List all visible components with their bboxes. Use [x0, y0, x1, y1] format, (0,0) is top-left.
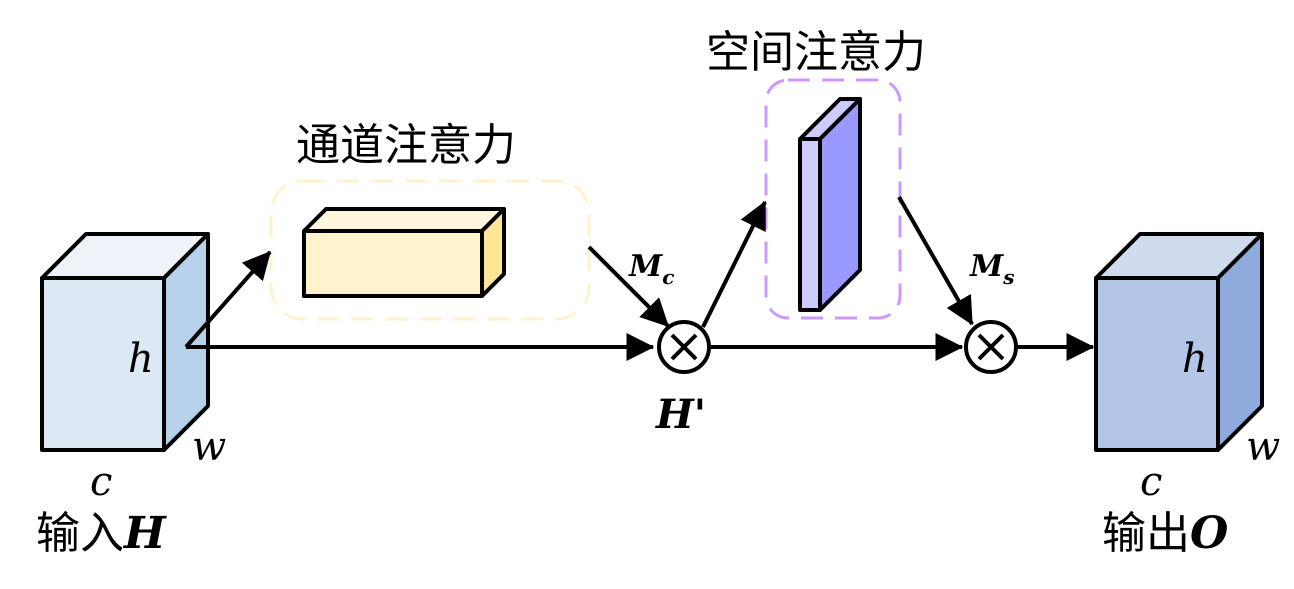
output-w-label: w [1246, 424, 1280, 470]
input-c-label: c [90, 459, 112, 505]
output-label-var: O [1190, 508, 1228, 559]
ms-arrow [897, 196, 974, 326]
ms-label-sub: s [1002, 265, 1014, 289]
mc-label-sub: c [662, 265, 674, 289]
mc-arrow [587, 245, 670, 328]
input-label-var: H [122, 508, 167, 559]
input-label-prefix: 输入 [36, 508, 124, 559]
output-cube [1094, 232, 1264, 452]
output-cube-front [1094, 276, 1220, 452]
channel-block-top [302, 207, 506, 233]
to-spatial-arrow [701, 200, 767, 328]
ms-label-main: M [969, 249, 1004, 284]
input-cube-front [40, 276, 166, 452]
input-cube [40, 232, 210, 452]
channel-attention-box [269, 179, 591, 321]
mc-label: Mc [628, 249, 674, 289]
spatial-attention-title: 空间注意力 [706, 27, 926, 78]
spatial-attention-block [798, 97, 862, 312]
multiply-node-2 [964, 320, 1018, 374]
input-label: 输入H [36, 508, 167, 559]
ms-label: Ms [969, 249, 1014, 289]
to-channel-arrow [184, 250, 272, 349]
multiply-node-1 [657, 320, 711, 374]
channel-block-front [302, 229, 484, 298]
channel-attention-block [302, 207, 506, 298]
input-h-label: h [128, 336, 154, 382]
h-prime-label: H' [655, 391, 706, 438]
output-h-label: h [1182, 336, 1208, 382]
output-label: 输出O [1102, 508, 1228, 559]
output-label-prefix: 输出 [1102, 508, 1190, 559]
output-c-label: c [1140, 459, 1162, 505]
mc-label-main: M [628, 249, 663, 284]
input-w-label: w [192, 424, 226, 470]
spatial-block-front-face [818, 97, 862, 312]
channel-attention-title: 通道注意力 [296, 120, 516, 171]
spatial-block-thin-face [798, 137, 822, 312]
